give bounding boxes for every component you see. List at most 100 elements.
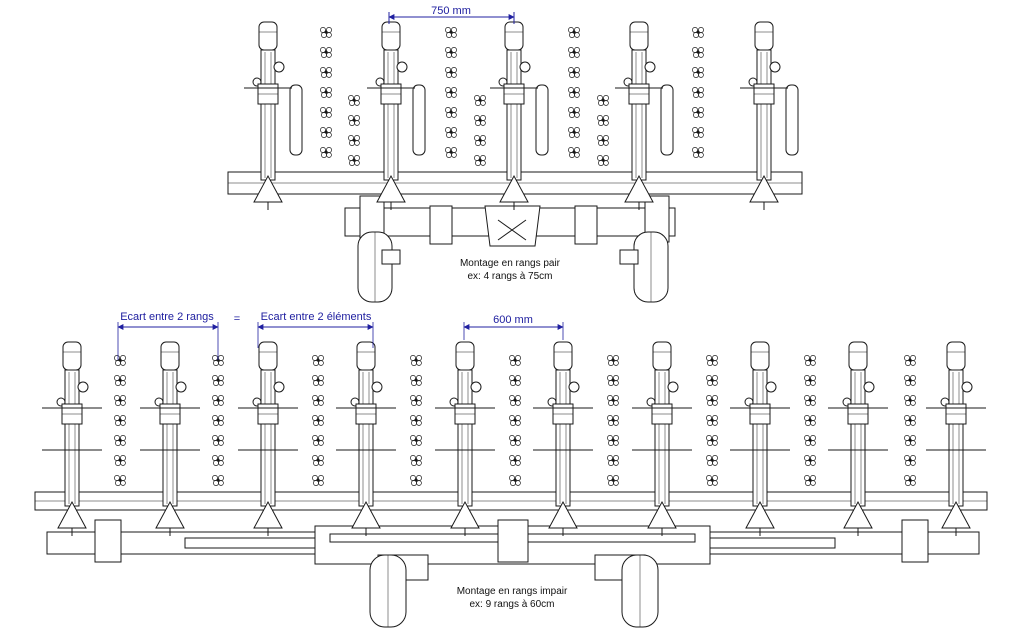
label-rows-spacing: Ecart entre 2 rangs	[120, 311, 214, 323]
top-drawing	[227, 21, 803, 303]
plant-icon	[212, 475, 224, 486]
plant-icon	[568, 147, 580, 158]
plant-icon	[597, 155, 609, 166]
plant-icon	[320, 107, 332, 118]
planter-unit-icon	[154, 341, 187, 536]
plant-icon	[904, 435, 916, 446]
plant-icon	[706, 415, 718, 426]
planter-unit-icon	[252, 21, 285, 210]
plant-icon	[509, 435, 521, 446]
plant-icon	[474, 95, 486, 106]
plant-icon	[804, 415, 816, 426]
planter-unit-icon	[252, 341, 285, 536]
plant-icon	[706, 455, 718, 466]
planter-unit-icon	[375, 21, 408, 210]
plant-icon	[568, 87, 580, 98]
planter-unit-icon	[744, 341, 777, 536]
plant-icon	[410, 395, 422, 406]
plant-icon	[804, 355, 816, 366]
plant-icon	[445, 107, 457, 118]
plant-icon	[597, 135, 609, 146]
plant-icon	[114, 435, 126, 446]
bottom-caption-line2: ex: 9 rangs à 60cm	[469, 599, 554, 610]
plant-icon	[212, 395, 224, 406]
plant-icon	[706, 355, 718, 366]
planter-unit-icon	[498, 21, 531, 210]
plant-icon	[348, 155, 360, 166]
plant-icon	[114, 355, 126, 366]
plant-icon	[445, 127, 457, 138]
plant-icon	[410, 435, 422, 446]
plant-icon	[474, 155, 486, 166]
planter-unit-icon	[350, 341, 383, 536]
plant-icon	[114, 395, 126, 406]
plant-icon	[804, 475, 816, 486]
plant-icon	[904, 375, 916, 386]
plant-icon	[607, 415, 619, 426]
plant-icon	[445, 67, 457, 78]
plant-icon	[509, 455, 521, 466]
plant-icon	[568, 107, 580, 118]
plant-icon	[706, 375, 718, 386]
plant-icon	[509, 355, 521, 366]
plant-icon	[312, 395, 324, 406]
plant-icon	[804, 395, 816, 406]
plant-icon	[904, 475, 916, 486]
plant-icon	[607, 395, 619, 406]
plant-icon	[410, 475, 422, 486]
plant-icon	[445, 47, 457, 58]
plant-icon	[320, 47, 332, 58]
plant-icon	[568, 27, 580, 38]
planter-unit-icon	[623, 21, 656, 210]
plant-icon	[312, 375, 324, 386]
top-caption-line2: ex: 4 rangs à 75cm	[467, 271, 552, 282]
plant-icon	[212, 435, 224, 446]
label-elements-spacing: Ecart entre 2 éléments	[261, 311, 372, 323]
plant-icon	[607, 435, 619, 446]
top-dimension: 750 mm	[388, 5, 515, 24]
plant-icon	[692, 47, 704, 58]
plant-icon	[320, 127, 332, 138]
plant-icon	[706, 395, 718, 406]
wheel-icon	[357, 231, 393, 303]
planter-unit-icon	[449, 341, 482, 536]
plant-icon	[568, 67, 580, 78]
plant-icon	[474, 135, 486, 146]
plant-icon	[607, 375, 619, 386]
plant-icon	[904, 355, 916, 366]
plant-icon	[509, 375, 521, 386]
plant-icon	[706, 475, 718, 486]
plant-icon	[410, 455, 422, 466]
plant-icon	[568, 47, 580, 58]
plant-icon	[597, 115, 609, 126]
plant-icon	[692, 127, 704, 138]
planter-unit-icon	[56, 341, 89, 536]
plant-icon	[312, 435, 324, 446]
plant-icon	[509, 395, 521, 406]
plant-icon	[348, 95, 360, 106]
bottom-dimension-label: 600 mm	[493, 314, 533, 326]
plant-icon	[312, 455, 324, 466]
plant-icon	[114, 455, 126, 466]
top-caption-line1: Montage en rangs pair	[460, 258, 561, 269]
plant-icon	[320, 147, 332, 158]
plant-icon	[692, 87, 704, 98]
plant-icon	[904, 455, 916, 466]
plant-icon	[212, 415, 224, 426]
plant-icon	[410, 355, 422, 366]
plant-icon	[597, 95, 609, 106]
plant-icon	[320, 67, 332, 78]
label-equals: =	[234, 313, 240, 325]
plant-icon	[607, 475, 619, 486]
plant-icon	[312, 415, 324, 426]
plant-icon	[692, 67, 704, 78]
plant-icon	[312, 475, 324, 486]
planter-unit-icon	[646, 341, 679, 536]
planter-unit-icon	[940, 341, 973, 536]
plant-icon	[114, 415, 126, 426]
plant-icon	[607, 355, 619, 366]
plant-icon	[114, 375, 126, 386]
plant-icon	[320, 87, 332, 98]
bottom-dimensions: Ecart entre 2 rangs = Ecart entre 2 élém…	[117, 311, 564, 360]
